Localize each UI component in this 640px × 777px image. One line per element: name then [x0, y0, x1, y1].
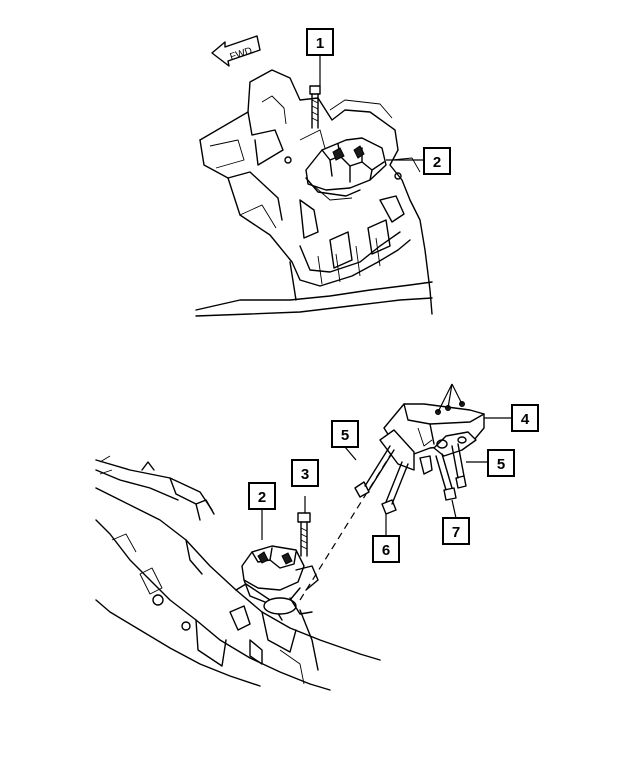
callout-top-2: 2 [386, 147, 451, 175]
callout-bot-3-label: 3 [301, 466, 309, 483]
top-engine-mount [305, 137, 387, 201]
callout-bot-2: 2 [248, 482, 276, 540]
bottom-engine-mount [241, 545, 319, 615]
callout-top-1: 1 [306, 28, 334, 86]
bottom-frame-rail [95, 455, 381, 691]
bolt-long-right [451, 443, 467, 489]
fwd-label: FWD [229, 46, 254, 64]
bolt-6 [381, 461, 409, 515]
callout-bot-5b-label: 5 [497, 456, 505, 473]
bottom-view: 2 3 4 5 5 [95, 383, 539, 691]
callout-bot-3: 3 [291, 459, 319, 487]
top-view: FWD [195, 28, 451, 317]
callout-top-2-label: 2 [433, 154, 441, 171]
callout-bot-4-label: 4 [521, 411, 530, 428]
top-frame-rail [195, 69, 433, 317]
mount-bracket [379, 401, 485, 475]
bolt-3 [297, 496, 311, 557]
callout-bot-6-label: 6 [382, 542, 390, 559]
bolt-5-left [354, 445, 395, 498]
callout-bot-6: 6 [372, 514, 400, 563]
callout-bot-5a-label: 5 [341, 427, 349, 444]
callout-bot-7-label: 7 [452, 524, 460, 541]
callout-bot-2-label: 2 [258, 489, 266, 506]
callout-bot-5a: 5 [331, 420, 359, 461]
assembly-line [299, 445, 397, 601]
top-bolt [309, 85, 321, 129]
callout-top-1-label: 1 [316, 35, 324, 52]
callout-bot-4: 4 [437, 383, 539, 432]
bolt-5-right [435, 453, 457, 501]
callout-bot-7: 7 [442, 499, 470, 545]
callout-bot-5b: 5 [466, 449, 515, 477]
fwd-arrow-icon: FWD [211, 35, 261, 67]
